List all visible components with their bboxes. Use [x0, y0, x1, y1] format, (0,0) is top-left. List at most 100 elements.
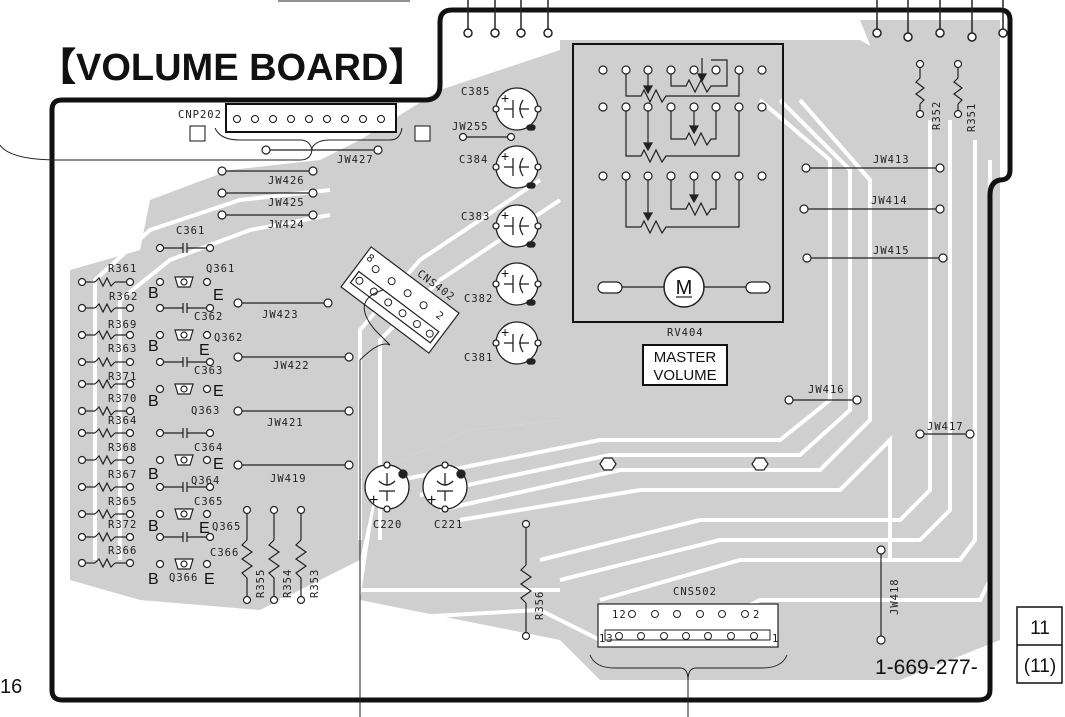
svg-text:+: + [501, 324, 509, 340]
svg-text:E: E [213, 287, 224, 304]
page-number: 16 [0, 676, 22, 698]
label-r371: R371 [108, 371, 137, 383]
svg-text:+: + [501, 265, 509, 281]
svg-text:B: B [148, 466, 159, 483]
svg-text:B: B [148, 571, 159, 588]
svg-text:E: E [199, 520, 210, 537]
label-r372: R372 [108, 519, 137, 531]
rv404-label: RV404 [667, 327, 704, 339]
label-c362: C362 [194, 311, 223, 323]
label-r369: R369 [108, 319, 137, 331]
label-r354: R354 [282, 569, 294, 598]
svg-text:E: E [213, 456, 224, 473]
label-r368: R368 [108, 442, 137, 454]
label-q366: Q366 [169, 572, 198, 584]
label-c366: C366 [210, 547, 239, 559]
svg-text:JW423: JW423 [262, 309, 299, 321]
jumper-jw416: JW416 [784, 384, 862, 405]
svg-text:JW425: JW425 [268, 197, 305, 209]
svg-text:JW415: JW415 [873, 245, 910, 257]
label-q362: Q362 [214, 332, 243, 344]
rv404-master-volume: M RV404 MASTER VOLUME [572, 43, 784, 386]
connector-cnp202: CNP202 [178, 103, 431, 142]
svg-text:JW417: JW417 [927, 421, 964, 433]
jumper-jw423: JW423 [233, 298, 333, 321]
svg-text:(11): (11) [1024, 656, 1056, 677]
svg-text:JW413: JW413 [873, 154, 910, 166]
connector-cns502: CNS502 12 2 13 1 [589, 586, 788, 717]
svg-text:JW421: JW421 [267, 417, 304, 429]
small-capacitors: C361 C362 C363 C364 C365 C366 [155, 225, 239, 559]
label-r355: R355 [255, 569, 267, 598]
svg-text:E: E [213, 383, 224, 400]
cns502-label: CNS502 [673, 586, 717, 598]
label-c384: C384 [459, 154, 488, 166]
label-q361: Q361 [206, 263, 235, 275]
label-c364: C364 [194, 442, 223, 454]
label-r367: R367 [108, 469, 137, 481]
label-r351: R351 [966, 103, 978, 132]
svg-text:JW424: JW424 [268, 219, 305, 231]
svg-text:11: 11 [1030, 618, 1050, 639]
jumper-jw415: JW415 [802, 245, 948, 263]
board-reference-box: 11 (11) [1016, 606, 1063, 684]
label-r361: R361 [108, 263, 137, 275]
master-volume-label-2: VOLUME [653, 367, 716, 384]
svg-text:+: + [369, 492, 378, 509]
svg-text:JW419: JW419 [270, 473, 307, 485]
label-q363: Q363 [191, 405, 220, 417]
label-r363: R363 [108, 343, 137, 355]
svg-text:B: B [148, 393, 159, 410]
label-r353: R353 [309, 569, 321, 598]
board-title: 【VOLUME BOARD】 [38, 47, 426, 89]
transistors: Q361 Q362 Q363 Q364 Q365 Q366 B E B E B E B… [148, 263, 243, 588]
svg-text:2: 2 [753, 609, 760, 621]
svg-text:+: + [501, 148, 509, 164]
svg-text:12: 12 [612, 609, 627, 621]
svg-text:JW255: JW255 [452, 121, 489, 133]
svg-text:JW418: JW418 [889, 578, 901, 615]
mounting-holes [599, 457, 769, 471]
master-volume-label-1: MASTER [654, 349, 717, 366]
label-c363: C363 [194, 365, 223, 377]
jumpers: JW427 JW426 JW425 JW424 JW423 JW422 JW42… [217, 121, 975, 645]
label-c383: C383 [461, 211, 490, 223]
label-r362: R362 [109, 291, 138, 303]
svg-text:JW427: JW427 [337, 154, 374, 166]
svg-text:B: B [148, 338, 159, 355]
svg-text:JW414: JW414 [871, 195, 908, 207]
jumper-jw426: JW426 [217, 166, 318, 187]
jumper-jw255: JW255 [452, 121, 516, 142]
svg-text:JW426: JW426 [268, 175, 305, 187]
label-r364: R364 [108, 415, 137, 427]
label-q365: Q365 [212, 521, 241, 533]
motor-icon: M [597, 266, 771, 308]
left-resistors: R361 R362 R369 R363 R371 R370 R364 R368 … [77, 263, 138, 569]
jumper-jw424: JW424 [217, 210, 318, 231]
label-r366: R366 [108, 545, 137, 557]
jumper-jw425: JW425 [217, 188, 318, 209]
svg-text:B: B [148, 285, 159, 302]
svg-text:JW422: JW422 [273, 360, 310, 372]
label-r365: R365 [108, 496, 137, 508]
label-c221: C221 [434, 519, 463, 531]
electrolytic-capacitors: + + + + + + + C385 C384 C383 C382 C381 C… [364, 86, 542, 531]
jumper-jw419: JW419 [233, 460, 354, 485]
jumper-jw414: JW414 [799, 195, 945, 214]
jumper-jw427: JW427 [261, 145, 383, 166]
svg-text:13: 13 [599, 633, 614, 645]
svg-text:JW416: JW416 [808, 384, 845, 396]
label-c361: C361 [176, 225, 205, 237]
vertical-resistors: R355 R354 R353 R356 R352 R351 [240, 59, 978, 641]
jumper-jw417: JW417 [915, 421, 975, 439]
label-c381: C381 [464, 352, 493, 364]
label-c382: C382 [464, 293, 493, 305]
label-r370: R370 [108, 393, 137, 405]
svg-text:E: E [199, 342, 210, 359]
jumper-jw413: JW413 [801, 154, 945, 173]
svg-text:M: M [676, 277, 693, 299]
label-q364: Q364 [191, 475, 220, 487]
label-r356: R356 [534, 591, 546, 620]
svg-text:+: + [501, 90, 509, 106]
